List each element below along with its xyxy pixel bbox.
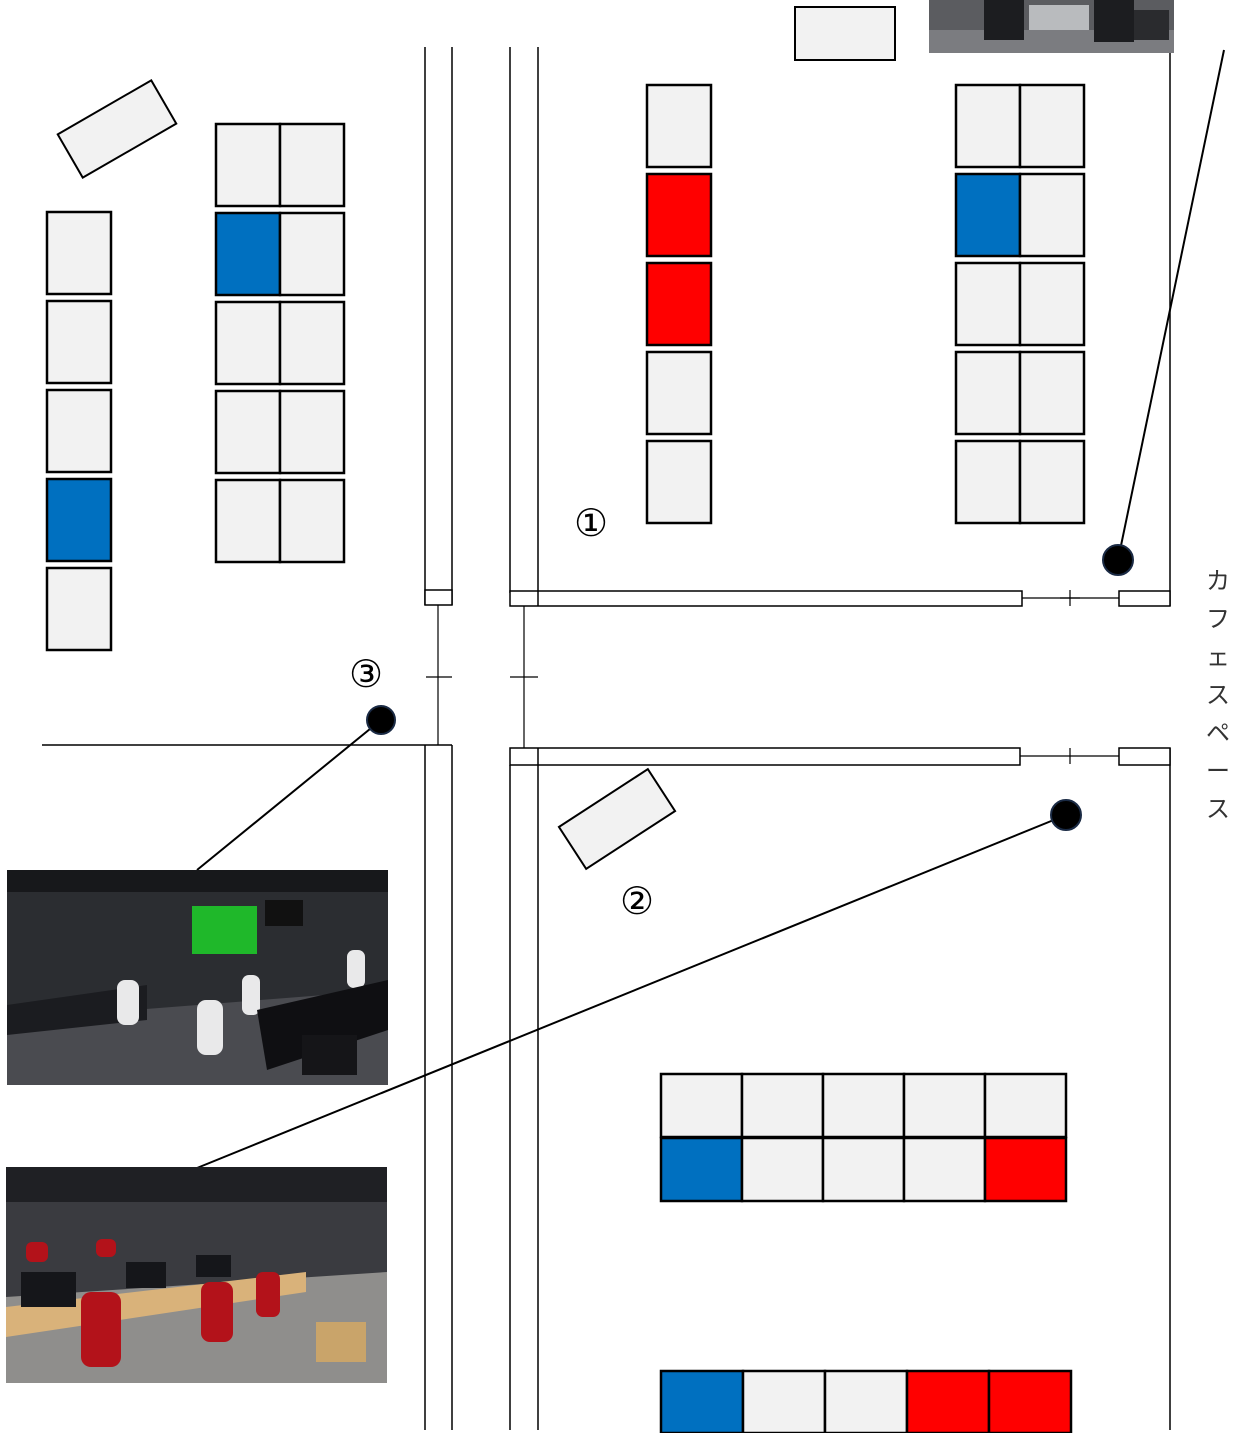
seat-empty (902, 1072, 987, 1139)
seat-red (983, 1136, 1068, 1203)
room2-top-wall (509, 747, 1021, 766)
door-swing-icon (510, 606, 538, 748)
cafe-space-label: カ フ ェ ス ペ ー ス (1198, 562, 1238, 828)
seat-red (987, 1369, 1073, 1433)
seat-blue (214, 211, 282, 297)
seat-empty (983, 1072, 1068, 1139)
seat-empty (659, 1072, 744, 1139)
side-label-char: ス (1206, 795, 1230, 823)
seat-empty (954, 350, 1022, 436)
seat-empty (821, 1072, 906, 1139)
seat-empty (902, 1136, 987, 1203)
seat-empty (645, 83, 713, 169)
seat-empty (214, 122, 282, 208)
room2-wall-stub (1118, 747, 1171, 766)
photo-room-3 (7, 870, 388, 1085)
room-3-number: ③ (349, 652, 384, 696)
seat-empty (954, 83, 1022, 169)
seat-empty (278, 478, 346, 564)
seat-red (645, 172, 713, 258)
door-swing-icon (1020, 748, 1119, 764)
door-swing-icon (426, 605, 452, 745)
seat-empty (645, 439, 713, 525)
seat-empty (278, 122, 346, 208)
camera-position-icon (1102, 544, 1134, 576)
seat-empty (954, 261, 1022, 347)
seat-empty (278, 211, 346, 297)
seat-empty (741, 1369, 827, 1433)
seat-empty (45, 210, 113, 296)
seat-blue (45, 477, 113, 563)
room1-wall-stub (1118, 590, 1171, 607)
seat-empty (214, 389, 282, 475)
leader-line-room1 (1117, 49, 1225, 561)
room3-angled-table (56, 78, 178, 180)
seat-red (905, 1369, 991, 1433)
leader-line-room3 (196, 719, 382, 871)
seat-empty (214, 300, 282, 386)
camera-links (196, 49, 1225, 1169)
side-label-char: ェ (1206, 643, 1230, 671)
photo-room-2 (6, 1167, 387, 1383)
side-label-char: フ (1206, 605, 1230, 633)
seats (45, 83, 1086, 1433)
seat-empty (645, 350, 713, 436)
seat-empty (1018, 261, 1086, 347)
seat-empty (45, 388, 113, 474)
seat-empty (45, 299, 113, 385)
room-2-number: ② (620, 879, 655, 923)
side-label-char: ペ (1206, 719, 1230, 747)
door-swing-icon (1022, 590, 1119, 606)
room-1-number: ① (574, 501, 609, 545)
leader-line-room2 (196, 814, 1067, 1169)
photo-room-1 (929, 0, 1174, 53)
room2-angled-table (557, 767, 677, 871)
side-label-char: ー (1206, 757, 1230, 785)
seat-empty (45, 566, 113, 652)
camera-position-icon (1050, 799, 1082, 831)
seat-blue (659, 1369, 745, 1433)
tables (56, 6, 896, 871)
seat-empty (214, 478, 282, 564)
doors (426, 590, 1119, 764)
seat-empty (278, 389, 346, 475)
seat-empty (278, 300, 346, 386)
seat-empty (823, 1369, 909, 1433)
seat-empty (954, 439, 1022, 525)
room1-counter (794, 6, 896, 61)
side-label-char: ス (1206, 681, 1230, 709)
seat-empty (740, 1072, 825, 1139)
seat-blue (954, 172, 1022, 258)
walls (42, 47, 1171, 1430)
seat-empty (1018, 439, 1086, 525)
seat-empty (1018, 350, 1086, 436)
green-screen (192, 906, 257, 954)
corridor-wall-left-end (424, 589, 453, 606)
seat-blue (659, 1136, 744, 1203)
seat-empty (1018, 172, 1086, 258)
seat-red (645, 261, 713, 347)
seat-empty (821, 1136, 906, 1203)
seat-empty (1018, 83, 1086, 169)
camera-markers (366, 544, 1134, 831)
side-label-char: カ (1206, 567, 1230, 595)
camera-position-icon (366, 705, 396, 735)
seat-empty (740, 1136, 825, 1203)
room1-bottom-wall (509, 590, 1023, 607)
